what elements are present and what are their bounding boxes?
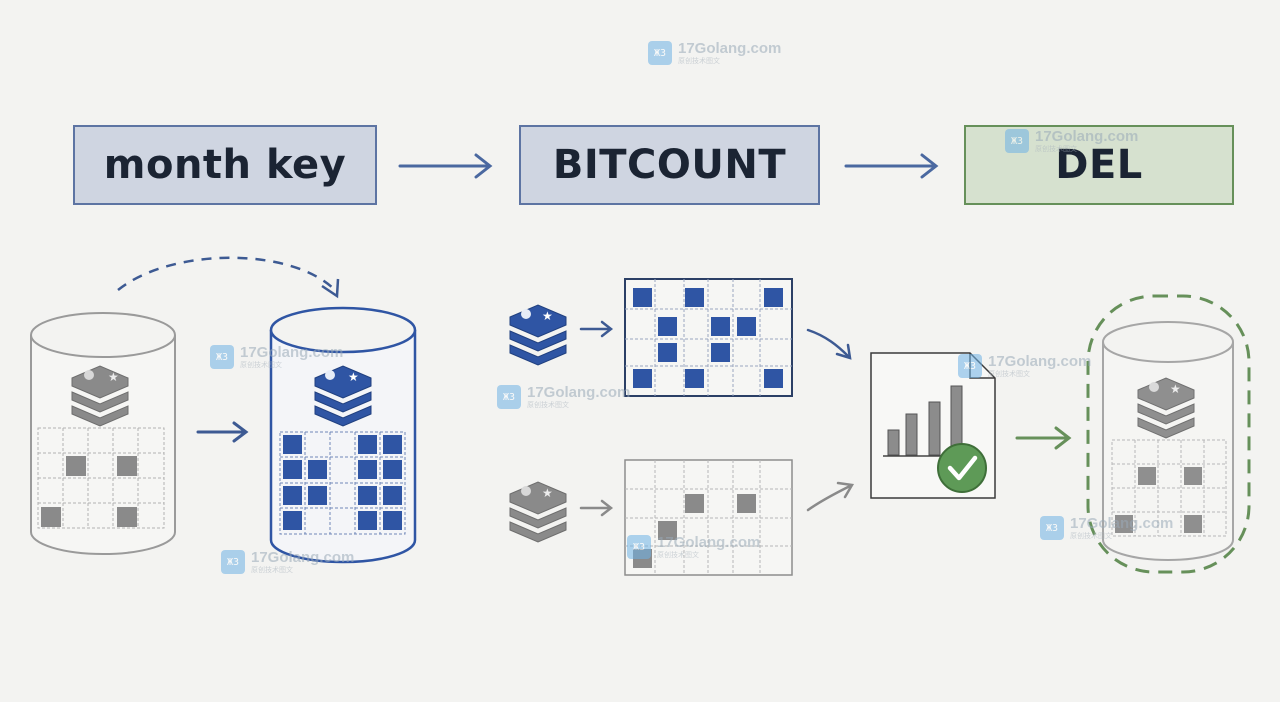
svg-text:★: ★ — [108, 370, 119, 384]
report-chart-icon — [870, 352, 996, 499]
step-bitcount-label: BITCOUNT — [552, 142, 787, 188]
arrow-right-icon — [196, 421, 249, 443]
redis-icon: ★ — [509, 304, 567, 366]
step-month-key-label: month key — [103, 142, 347, 188]
redis-icon: ★ — [1137, 377, 1195, 439]
step-del-label: DEL — [1055, 142, 1143, 188]
svg-text:★: ★ — [542, 309, 553, 323]
arrow-right-icon — [844, 153, 939, 179]
arrow-right-icon — [806, 328, 852, 360]
deleted-key-cylinder: ★ — [1086, 294, 1251, 574]
check-icon — [937, 443, 987, 493]
arrow-right-icon — [806, 481, 855, 512]
svg-text:★: ★ — [348, 370, 359, 384]
arrow-right-icon — [398, 153, 493, 179]
redis-icon: ★ — [314, 365, 372, 427]
month-key-cylinder-gray: ★ — [30, 312, 176, 555]
arrow-right-icon — [1015, 426, 1072, 450]
step-month-key: month key — [73, 125, 377, 205]
bitmap-grid-gray-large — [624, 459, 793, 576]
month-key-cylinder-blue: ★ — [269, 306, 417, 564]
bitmap-grid-gray — [37, 427, 165, 529]
step-bitcount: BITCOUNT — [519, 125, 820, 205]
copy-arrow — [117, 256, 340, 299]
svg-text:★: ★ — [542, 486, 553, 500]
redis-icon: ★ — [509, 481, 567, 543]
bitmap-grid-blue — [279, 431, 406, 535]
arrow-right-icon — [579, 499, 614, 517]
bitmap-grid-blue-large — [624, 278, 793, 397]
redis-icon: ★ — [71, 365, 129, 427]
svg-text:★: ★ — [1170, 382, 1181, 396]
arrow-right-icon — [579, 320, 614, 338]
